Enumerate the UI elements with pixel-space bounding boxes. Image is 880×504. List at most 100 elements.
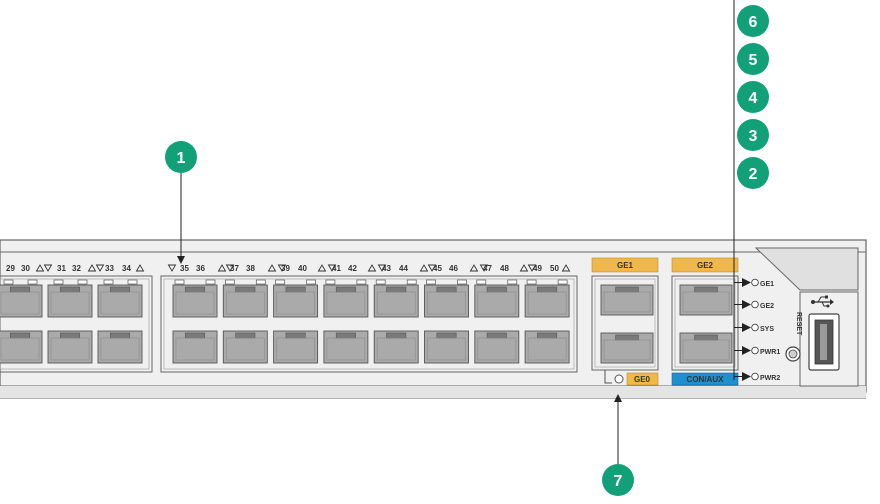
port-label-31: 31 (57, 264, 66, 273)
port-up-arrow-2 (87, 264, 97, 272)
combo-port-area: GE1 GE2 GE0 CON/AUX (591, 257, 739, 386)
port-led-left-a-2 (53, 279, 64, 285)
rj45-port-bottom-1[interactable] (172, 330, 218, 364)
console-tag-label: CON/AUX (687, 375, 725, 384)
port-led-a-4 (325, 279, 336, 285)
port-led-a-1 (174, 279, 185, 285)
led-pwr2-label: PWR2 (760, 375, 780, 382)
led-sys: SYS (742, 323, 774, 333)
port-up-arrow-1 (35, 264, 45, 272)
port-led-b-8 (557, 279, 568, 285)
usb-icon (811, 295, 834, 308)
port-led-a-3 (275, 279, 285, 285)
port-label-30: 30 (21, 264, 30, 273)
led-ge2: GE2 (742, 300, 774, 310)
port-label-45: 45 (433, 264, 442, 273)
port-label-36: 36 (196, 264, 205, 273)
port-label-49: 49 (533, 264, 542, 273)
svg-text:5: 5 (749, 52, 758, 69)
rj45-port-bottom-2[interactable] (222, 330, 268, 364)
port-down-arrow-8 (427, 264, 437, 272)
rj45-port-bottom-5[interactable] (373, 330, 419, 364)
port-led-b-1 (205, 279, 216, 285)
usb-port[interactable] (808, 295, 840, 371)
port-down-arrow-1 (43, 264, 53, 272)
ge1-rj45-port[interactable] (600, 284, 654, 316)
port-led-a-2 (224, 279, 235, 285)
rj45-port-bottom-6[interactable] (424, 330, 469, 364)
port-down-arrow-5 (277, 264, 287, 272)
callout-3: 3 (737, 119, 769, 151)
port-led-left-a-1 (3, 279, 14, 285)
led-ge1: GE1 (742, 278, 774, 288)
ge1-tag-label: GE1 (617, 261, 634, 270)
port-led-left-b-3 (127, 279, 138, 285)
ge0-tag (626, 372, 659, 386)
console-aux-port[interactable] (679, 332, 733, 364)
reset-button[interactable]: RESET (785, 312, 802, 362)
callout-5: 5 (737, 43, 769, 75)
callout-4: 4 (737, 81, 769, 113)
svg-text:7: 7 (614, 473, 623, 490)
ge2-tag (671, 257, 739, 273)
ge0-rj45-port[interactable] (600, 332, 654, 364)
rj45-port-bottom-4[interactable] (323, 330, 369, 364)
port-label-50: 50 (550, 264, 559, 273)
port-led-a-6 (426, 279, 436, 285)
rj45-ports (0, 279, 733, 364)
console-port-frame (671, 275, 739, 371)
ge1-tag (591, 257, 659, 273)
callout-2: 2 (737, 157, 769, 189)
rj45-port-top-3[interactable] (273, 284, 319, 318)
rj45-port-top-8[interactable] (524, 284, 570, 318)
port-led-left-b-1 (27, 279, 38, 285)
port-label-43: 43 (382, 264, 391, 273)
rj45-port-left-top-3[interactable] (97, 284, 143, 318)
port-up-arrow-6 (317, 264, 327, 272)
svg-text:1: 1 (177, 150, 186, 167)
rj45-port-bottom-8[interactable] (524, 330, 570, 364)
port-down-arrow-3 (167, 264, 177, 272)
rj45-port-bottom-7[interactable] (474, 330, 520, 364)
ge2-tag-label: GE2 (697, 261, 714, 270)
port-led-a-5 (375, 279, 386, 285)
ge2-rj45-port[interactable] (679, 284, 733, 316)
led-sys-label: SYS (760, 326, 774, 333)
rj45-port-top-6[interactable] (424, 284, 469, 318)
port-led-b-7 (507, 279, 518, 285)
port-down-arrow-4 (225, 264, 235, 272)
rj45-port-top-7[interactable] (474, 284, 520, 318)
led-pwr1: PWR1 (742, 346, 780, 356)
port-down-arrow-10 (527, 264, 537, 272)
rj45-port-left-top-2[interactable] (47, 284, 93, 318)
port-down-arrow-2 (95, 264, 105, 272)
port-label-42: 42 (348, 264, 357, 273)
rj45-port-top-5[interactable] (373, 284, 419, 318)
callout-markers: 1 6 5 4 3 2 7 (165, 5, 769, 496)
rj45-port-top-4[interactable] (323, 284, 369, 318)
rj45-port-left-top-1[interactable] (0, 284, 43, 318)
port-label-46: 46 (449, 264, 458, 273)
callout-7: 7 (602, 464, 634, 496)
rj45-port-bottom-3[interactable] (273, 330, 319, 364)
rj45-port-left-bottom-2[interactable] (47, 330, 93, 364)
rj45-port-top-2[interactable] (222, 284, 268, 318)
port-label-44: 44 (399, 264, 408, 273)
port-label-35: 35 (180, 264, 189, 273)
rj45-port-top-1[interactable] (172, 284, 218, 318)
port-up-arrow-5 (267, 264, 277, 272)
port-label-37: 37 (230, 264, 239, 273)
port-label-41: 41 (332, 264, 341, 273)
rj45-port-left-bottom-1[interactable] (0, 330, 43, 364)
callout-6: 6 (737, 5, 769, 37)
port-led-b-6 (457, 279, 467, 285)
port-up-arrow-3 (135, 264, 145, 272)
port-up-arrow-8 (419, 264, 429, 272)
port-group-left (0, 275, 153, 373)
ge0-tag-label: GE0 (634, 375, 651, 384)
port-led-b-3 (306, 279, 316, 285)
port-led-b-2 (255, 279, 266, 285)
port-label-38: 38 (246, 264, 255, 273)
rj45-port-left-bottom-3[interactable] (97, 330, 143, 364)
